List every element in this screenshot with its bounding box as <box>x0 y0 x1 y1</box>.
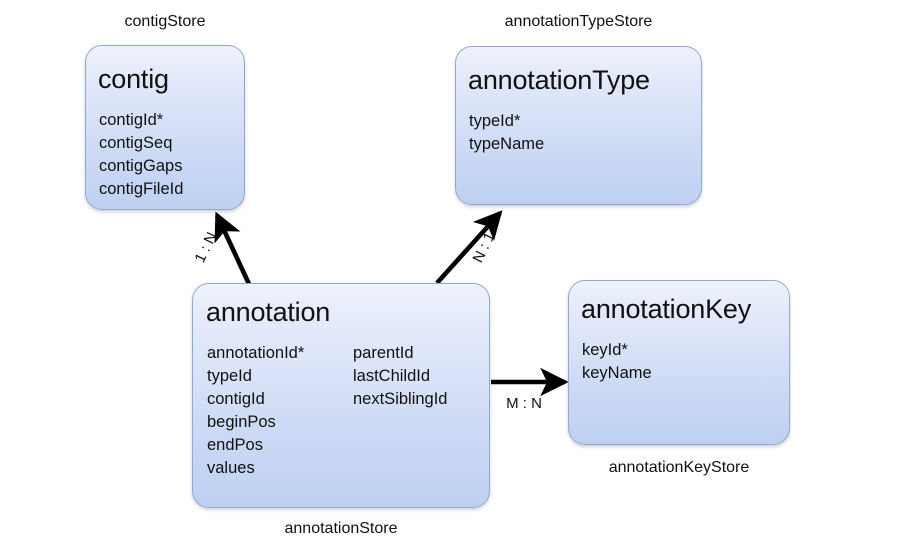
store-label-contigstore: contigStore <box>124 13 206 30</box>
attribute-item: typeName <box>469 135 545 153</box>
attribute-item: contigId <box>207 390 265 408</box>
attribute-item: keyId* <box>582 341 628 359</box>
arrow-annotation-to-contig <box>214 211 252 285</box>
attribute-item: lastChildId <box>353 367 431 385</box>
attribute-item: values <box>207 459 255 477</box>
entity-annotationkey[interactable]: annotationKey keyId* keyName <box>568 280 790 445</box>
entity-attributes-contig: contigId* contigSeq contigGaps contigFil… <box>99 109 183 201</box>
attribute-item: contigId* <box>99 111 164 129</box>
edge-label-n-to-1: N : 1 <box>469 229 499 266</box>
attribute-item: annotationId* <box>207 344 305 362</box>
entity-annotation[interactable]: annotation annotationId* typeId contigId… <box>192 283 490 508</box>
attribute-item: contigGaps <box>99 157 183 175</box>
entity-attributes-annotation-col1: annotationId* typeId contigId beginPos e… <box>207 342 304 480</box>
attribute-item: endPos <box>207 436 263 454</box>
attribute-item: beginPos <box>207 413 276 431</box>
entity-annotationtype[interactable]: annotationType typeId* typeName <box>455 46 702 205</box>
entity-title-annotationtype: annotationType <box>468 65 650 95</box>
entity-title-annotation: annotation <box>206 297 331 327</box>
store-label-annotationstore: annotationStore <box>284 520 398 537</box>
entity-title-contig: contig <box>98 64 169 94</box>
entity-attributes-annotation-col2: parentId lastChildId nextSiblingId <box>353 342 447 411</box>
entity-title-annotationkey: annotationKey <box>581 294 752 324</box>
attribute-item: contigFileId <box>99 180 184 198</box>
attribute-item: parentId <box>353 344 414 362</box>
attribute-item: keyName <box>582 364 652 382</box>
store-label-annotationkeystore: annotationKeyStore <box>608 459 750 476</box>
attribute-item: typeId* <box>469 112 521 130</box>
entity-contig[interactable]: contig contigId* contigSeq contigGaps co… <box>85 45 245 210</box>
store-label-annotationtypestore: annotationTypeStore <box>504 13 653 30</box>
attribute-item: contigSeq <box>99 134 173 152</box>
entity-attributes-annotationkey: keyId* keyName <box>582 339 652 385</box>
attribute-item: nextSiblingId <box>353 390 448 408</box>
attribute-item: typeId <box>207 367 252 385</box>
entity-attributes-annotationtype: typeId* typeName <box>469 110 544 156</box>
edge-label-m-to-n: M : N <box>506 395 542 412</box>
edge-label-1-to-n: 1 : N <box>191 229 221 266</box>
